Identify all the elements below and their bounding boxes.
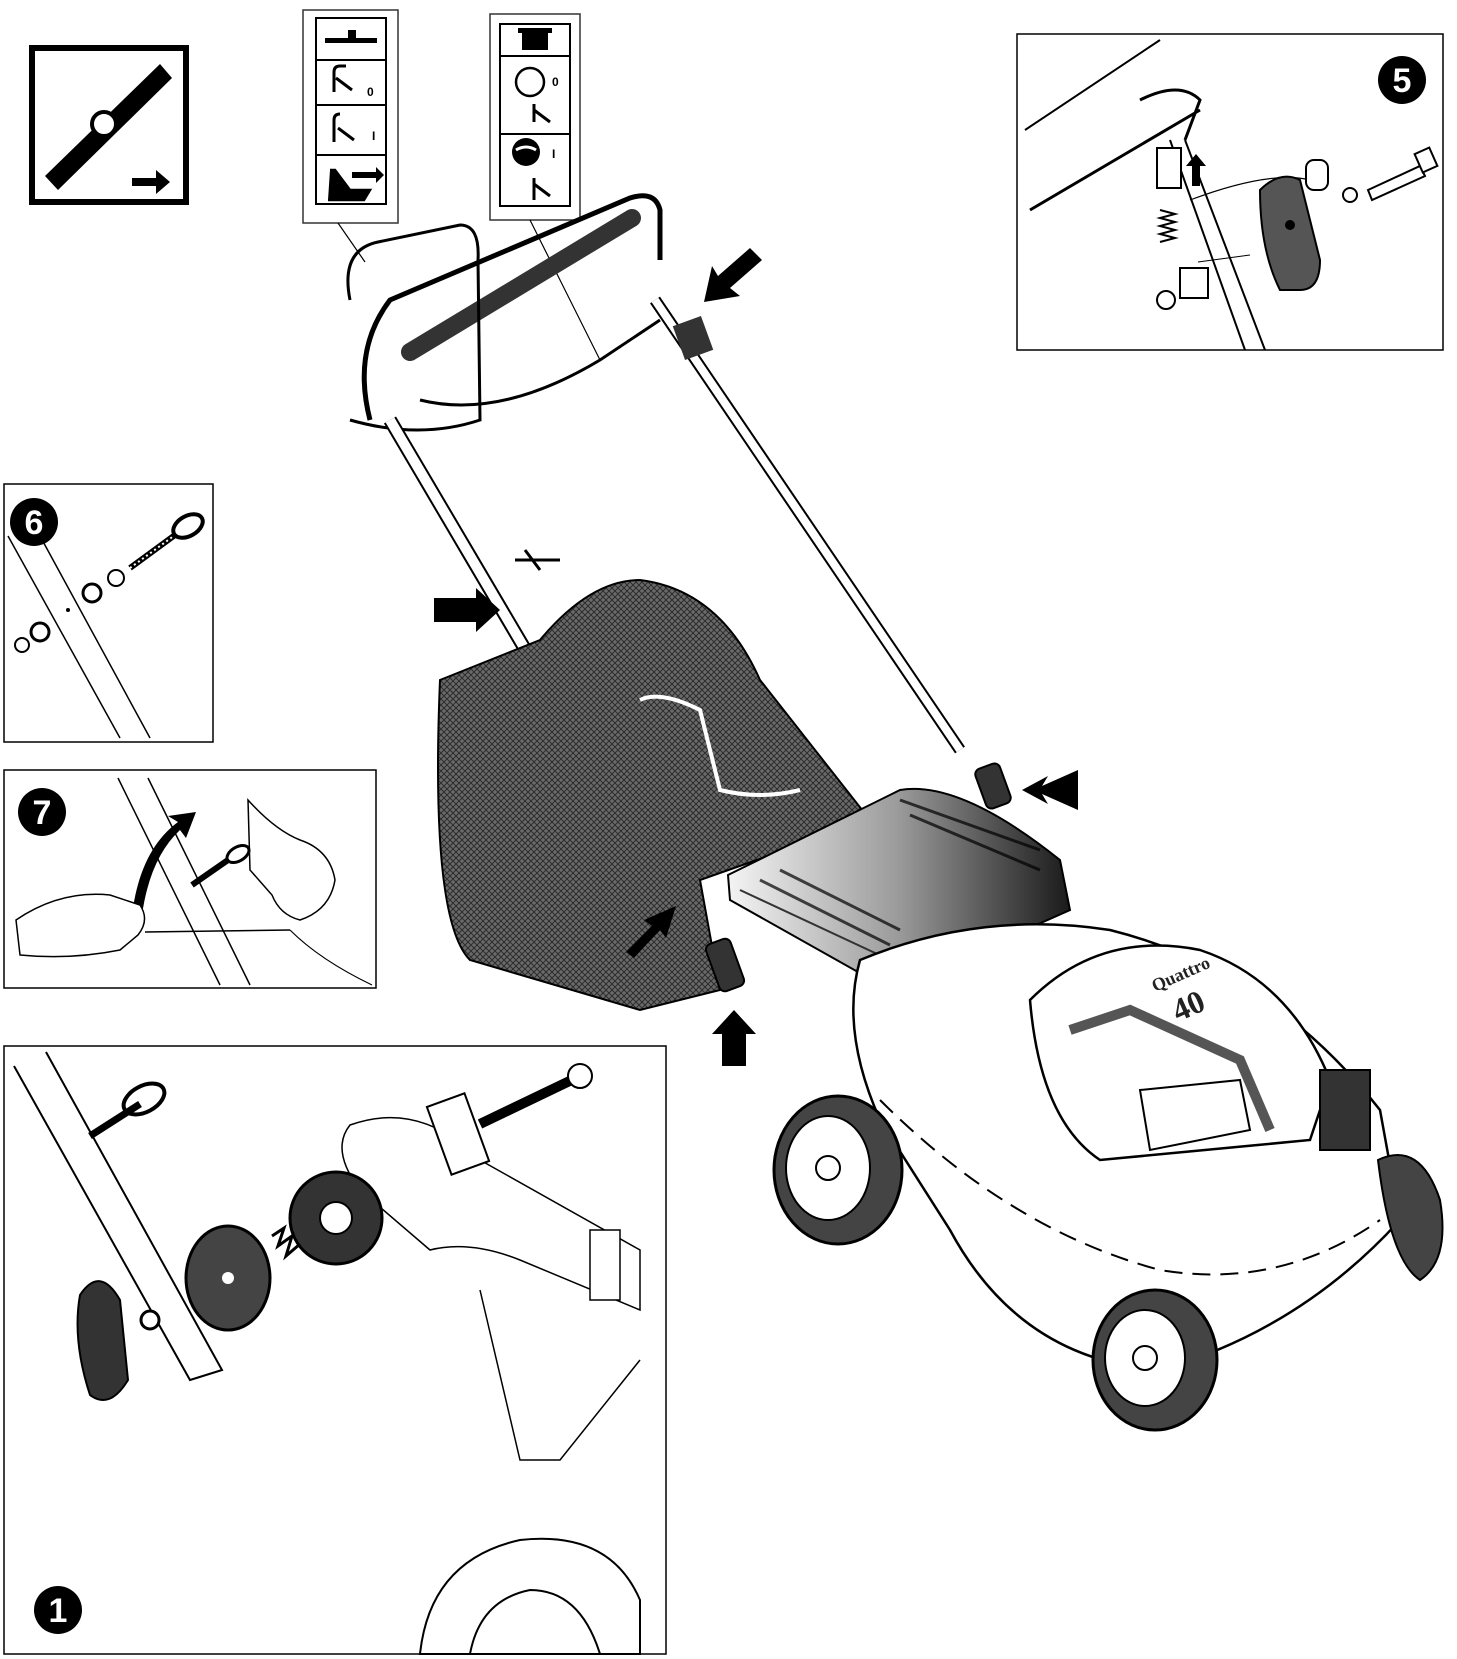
washer: [1342, 187, 1358, 203]
right-arrow-icon: [132, 170, 170, 194]
washer: [81, 582, 103, 604]
engine-icon: [518, 28, 552, 50]
svg-text:1: 1: [49, 1592, 68, 1630]
nut: [14, 637, 30, 653]
knob: [76, 1280, 130, 1401]
callout-arrow-top: [704, 248, 762, 302]
svg-text:0: 0: [367, 85, 374, 99]
hex-nut: [1156, 290, 1176, 310]
cable-guide: [1258, 175, 1322, 291]
rear-left-wheel: [772, 1094, 904, 1246]
upper-handle: [361, 193, 663, 421]
left-hand: [15, 893, 146, 958]
bolt: [477, 1071, 583, 1129]
bolt: [1366, 164, 1427, 202]
washer: [29, 621, 51, 643]
blade-icon: [325, 30, 377, 43]
choke-procedure-decal: 0 I: [489, 13, 601, 361]
svg-text:I: I: [372, 129, 375, 143]
callout-arrow-right: [1022, 770, 1078, 810]
eyebolt: [88, 1101, 142, 1139]
svg-text:0: 0: [552, 75, 559, 89]
right-hand: [247, 797, 336, 921]
cable-connection-panel: 5: [1016, 33, 1444, 351]
handle-frame-arm: [341, 1116, 641, 1312]
handle-knob-left: [704, 937, 746, 993]
handle-grip: [401, 209, 641, 361]
start-procedure-decal: 0 I: [302, 9, 399, 263]
mower-push-icon: [328, 167, 384, 202]
svg-text:6: 6: [25, 504, 44, 542]
callout-arrow-mid-left: [434, 588, 500, 632]
handle-knob-right: [974, 762, 1012, 810]
front-right-wheel: [1376, 1154, 1444, 1282]
callout-arrow-bag: [626, 906, 676, 958]
callout-arrow-bottom: [712, 1010, 756, 1066]
bail-lever-icon: [332, 64, 353, 92]
lawnmower-illustration: Quattro 40: [346, 193, 1444, 1432]
bail-lever: [346, 223, 482, 432]
cable-hooking-panel: 7: [3, 769, 377, 989]
svg-text:5: 5: [1393, 62, 1412, 100]
wheel-partial: [418, 1537, 641, 1655]
spring: [1156, 209, 1179, 243]
svg-text:7: 7: [33, 794, 52, 832]
eyebolt-assembly-panel: 6: [3, 483, 214, 743]
bail-lever-pull-icon: [332, 112, 355, 142]
grass-catcher-bag: [437, 578, 872, 1012]
choke-off-icon: [514, 66, 546, 98]
up-arrow-icon: [1186, 154, 1206, 186]
front-left-wheel: [1091, 1288, 1219, 1432]
washer: [139, 1309, 161, 1331]
blade-direction-symbol: [29, 45, 189, 205]
choke-on-icon: [512, 138, 540, 166]
height-adjust-detail-panel: 1: [3, 1045, 667, 1655]
svg-text:I: I: [552, 147, 555, 161]
nut: [107, 569, 125, 587]
spring: [271, 1224, 301, 1261]
